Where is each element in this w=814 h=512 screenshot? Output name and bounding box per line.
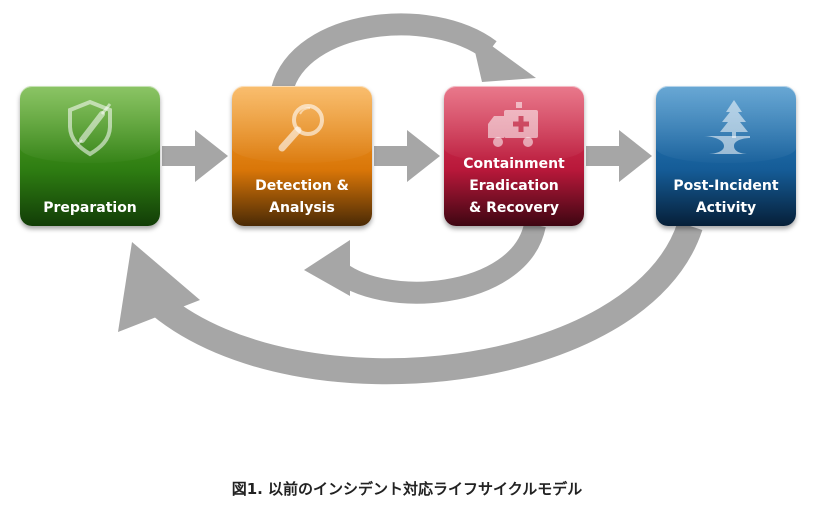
stage-label-line-1: Post-Incident [673,178,779,194]
arrowhead-big-loop [118,242,200,332]
stage-label: Preparation [43,200,137,216]
arrow-detection-to-containment-loop [271,13,497,94]
stage-label-line-2: Analysis [269,200,335,216]
stage-containment-eradication-recovery: Containment Eradication & Recovery [444,86,584,226]
arrowhead-return-loop [304,240,350,296]
shield-syringe-icon [68,99,112,157]
stage-label-line-1: Containment [463,156,565,172]
stage-label-line-2: Activity [695,200,757,216]
magnifier-icon [278,104,324,152]
arrow-containment-to-detection-loop [327,221,546,304]
stage-label-line-2: Eradication [469,178,559,194]
ambulance-icon [488,102,538,147]
arrowhead-top-loop [470,30,536,82]
stage-post-incident-activity: Post-Incident Activity [656,86,796,226]
stage-detection-analysis: Detection & Analysis [232,86,372,226]
arrow-post-to-preparation-loop [151,221,703,385]
arrow-detection-to-containment [374,130,440,182]
arrow-preparation-to-detection [162,130,228,182]
stage-preparation: Preparation [20,86,160,226]
figure-caption: 図1. 以前のインシデント対応ライフサイクルモデル [231,480,583,498]
tree-road-icon [702,100,750,154]
arrow-containment-to-post [586,130,652,182]
stage-label-line-1: Detection & [255,178,349,194]
stage-label-line-3: & Recovery [469,200,559,216]
